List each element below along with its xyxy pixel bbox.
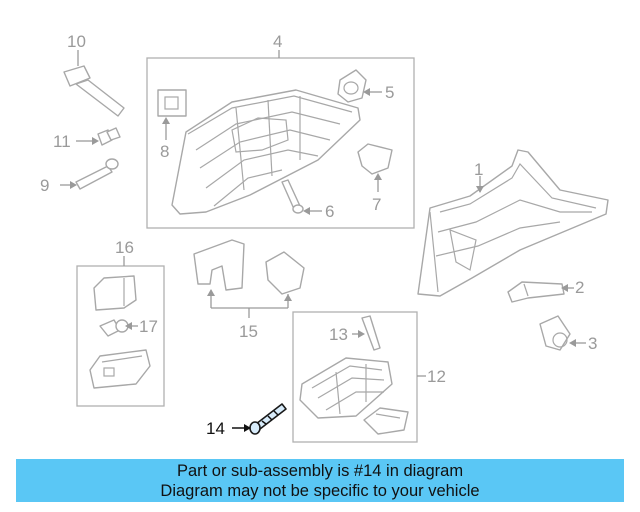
banner-line-1: Part or sub-assembly is #14 in diagram bbox=[176, 461, 464, 480]
callout-7: 7 bbox=[372, 195, 381, 214]
part-13-screw bbox=[352, 315, 381, 351]
callout-6: 6 bbox=[325, 202, 334, 221]
part-17-bulb bbox=[99, 319, 138, 337]
callout-1: 1 bbox=[474, 160, 483, 179]
callout-14: 14 bbox=[206, 419, 225, 438]
part-11-pin bbox=[76, 127, 121, 146]
part-1-glove-box bbox=[417, 149, 609, 297]
callout-17: 17 bbox=[139, 317, 158, 336]
callout-11: 11 bbox=[53, 132, 71, 151]
part-7-latch bbox=[357, 143, 393, 192]
parts-diagram: 10 11 9 4 8 bbox=[40, 32, 609, 443]
callout-8: 8 bbox=[160, 142, 169, 161]
info-banner: Part or sub-assembly is #14 in diagram D… bbox=[16, 459, 624, 502]
callout-9: 9 bbox=[40, 176, 49, 195]
callout-4: 4 bbox=[273, 32, 282, 51]
callout-15: 15 bbox=[239, 322, 258, 341]
part-9-pin bbox=[60, 158, 119, 190]
part-2-bracket bbox=[507, 281, 574, 303]
part-16-lamp bbox=[89, 349, 151, 389]
part-15-bracket-right bbox=[265, 251, 305, 308]
group-4-box bbox=[146, 57, 415, 229]
part-12-insert bbox=[363, 407, 409, 435]
part-14-screw-highlighted bbox=[232, 403, 287, 435]
part-5-bumper bbox=[337, 69, 382, 103]
group-12-box bbox=[292, 311, 418, 443]
banner-line-2: Diagram may not be specific to your vehi… bbox=[160, 481, 480, 500]
callout-5: 5 bbox=[385, 83, 394, 102]
part-4-door-inner bbox=[171, 89, 361, 215]
group-16-box bbox=[76, 265, 165, 407]
part-6-pin bbox=[281, 179, 322, 215]
part-3-damper bbox=[539, 315, 586, 351]
part-10-clip bbox=[63, 50, 125, 117]
callout-3: 3 bbox=[588, 334, 597, 353]
part-15-bracket-left bbox=[193, 239, 245, 308]
callout-2: 2 bbox=[575, 278, 584, 297]
callout-16: 16 bbox=[115, 238, 134, 257]
callout-10: 10 bbox=[67, 32, 86, 51]
callout-12: 12 bbox=[427, 367, 446, 386]
part-12-handle bbox=[299, 357, 393, 419]
callout-13: 13 bbox=[329, 325, 348, 344]
part-16-switch bbox=[93, 275, 137, 311]
part-8-bracket bbox=[157, 89, 187, 140]
